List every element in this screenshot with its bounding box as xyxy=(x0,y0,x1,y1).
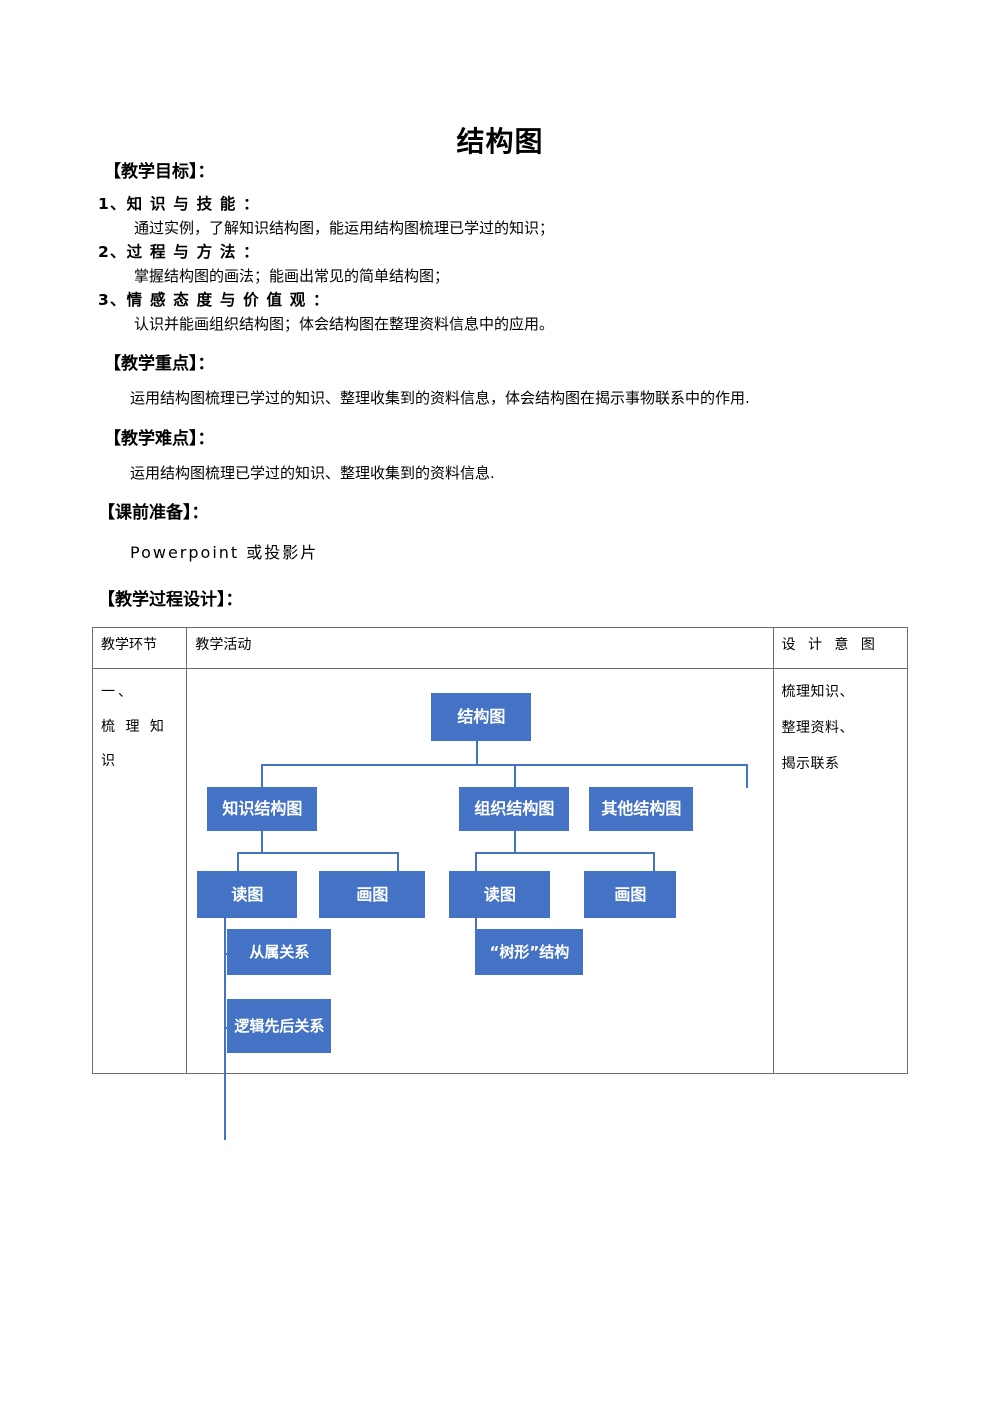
node-draw-left[interactable]: 画图 xyxy=(319,871,426,919)
node-read-right[interactable]: 读图 xyxy=(449,871,551,919)
page-title: 结构图 xyxy=(456,125,544,158)
spacer xyxy=(94,526,906,534)
header-activity: 教学活动 xyxy=(186,627,774,670)
lesson-plan-table-wrap: 教学环节 教学活动 设 计 意 图 一、 梳 理 知 识 xyxy=(91,627,908,1141)
spacer xyxy=(94,412,906,426)
objective-item-2-title: 2、过 程 与 方 法 ： xyxy=(98,242,260,261)
connector-root-stem xyxy=(476,740,479,766)
node-root[interactable]: 结构图 xyxy=(431,693,532,742)
node-knowledge-structure[interactable]: 知识结构图 xyxy=(207,787,318,832)
objective-item-3-detail: 认识并能画组织结构图；体会结构图在整理资料信息中的应用。 xyxy=(134,315,555,334)
header-stage: 教学环节 xyxy=(91,627,188,670)
header-intent: 设 计 意 图 xyxy=(772,627,908,670)
connector-organization-bus xyxy=(475,852,656,855)
connector-organization-stem xyxy=(514,831,517,855)
node-organization-structure[interactable]: 组织结构图 xyxy=(459,787,570,832)
section-heading-process: 【教学过程设计】： xyxy=(98,589,243,610)
spacer xyxy=(94,377,906,385)
stage-line-1: 一、 xyxy=(101,684,135,701)
node-logical-sequence-relation[interactable]: 逻辑先后关系 xyxy=(227,999,332,1054)
section-heading-difficulty: 【教学难点】： xyxy=(104,428,215,449)
connector-to-other xyxy=(746,764,749,789)
connector-to-knowledge xyxy=(261,764,264,789)
connector-knowledge-stem xyxy=(261,831,264,855)
table-row: 一、 梳 理 知 识 xyxy=(91,668,908,1141)
intent-line-1: 梳理知识、 xyxy=(781,684,854,701)
connector-left-read-spine xyxy=(224,918,227,1141)
connector-to-draw-left xyxy=(397,852,400,873)
keypoint-paragraph: 运用结构图梳理已学过的知识、整理收集到的资料信息，体会结构图在揭示事物联系中的作… xyxy=(130,389,750,408)
cell-activity: 结构图 知识结构图 组织结构图 其他结构图 读图 画图 读图 画图 从属关系 逻… xyxy=(186,668,774,1141)
lesson-plan-table: 教学环节 教学活动 设 计 意 图 一、 梳 理 知 识 xyxy=(91,627,908,1141)
node-tree-structure[interactable]: “树形”结构 xyxy=(475,929,584,976)
objective-item-2-detail: 掌握结构图的画法；能画出常见的简单结构图； xyxy=(134,267,450,286)
stage-line-3: 识 xyxy=(101,752,118,769)
node-read-left[interactable]: 读图 xyxy=(197,871,298,919)
node-draw-right[interactable]: 画图 xyxy=(584,871,677,919)
spacer xyxy=(94,486,906,500)
objective-item-3-title: 3、情 感 态 度 与 价 值 观 ： xyxy=(98,290,330,309)
section-heading-keypoint: 【教学重点】： xyxy=(104,353,215,374)
cell-intent: 梳理知识、 整理资料、 揭示联系 xyxy=(772,668,908,1075)
node-subordinate-relation[interactable]: 从属关系 xyxy=(227,929,332,976)
difficulty-paragraph: 运用结构图梳理已学过的知识、整理收集到的资料信息. xyxy=(130,463,495,482)
stage-line-2: 梳 理 知 xyxy=(101,718,167,735)
structure-diagram: 结构图 知识结构图 组织结构图 其他结构图 读图 画图 读图 画图 从属关系 逻… xyxy=(197,679,763,1141)
spacer xyxy=(94,452,906,460)
node-other-structure[interactable]: 其他结构图 xyxy=(589,787,694,832)
table-header-row: 教学环节 教学活动 设 计 意 图 xyxy=(91,627,908,670)
spacer xyxy=(94,185,906,193)
objective-item-1-title: 1、知 识 与 技 能 ： xyxy=(98,194,260,213)
connector-to-draw-right xyxy=(653,852,656,873)
spacer xyxy=(94,573,906,587)
preparation-text: Powerpoint 或投影片 xyxy=(130,543,319,563)
connector-to-read-left xyxy=(237,852,240,873)
spacer xyxy=(94,337,906,351)
section-heading-objectives: 【教学目标】： xyxy=(104,161,215,182)
objective-item-1-detail: 通过实例，了解知识结构图，能运用结构图梳理已学过的知识； xyxy=(134,219,555,238)
document-body: 【教学目标】： 1、知 识 与 技 能 ： 通过实例，了解知识结构图，能运用结构… xyxy=(94,159,906,614)
connector-to-read-right xyxy=(475,852,478,873)
cell-stage: 一、 梳 理 知 识 xyxy=(91,668,188,1075)
connector-knowledge-bus xyxy=(237,852,400,855)
connector-level2-bus xyxy=(261,764,748,767)
intent-line-3: 揭示联系 xyxy=(781,755,840,772)
connector-to-organization xyxy=(514,764,517,789)
intent-line-2: 整理资料、 xyxy=(781,719,854,736)
section-heading-preparation: 【课前准备】： xyxy=(98,503,209,524)
